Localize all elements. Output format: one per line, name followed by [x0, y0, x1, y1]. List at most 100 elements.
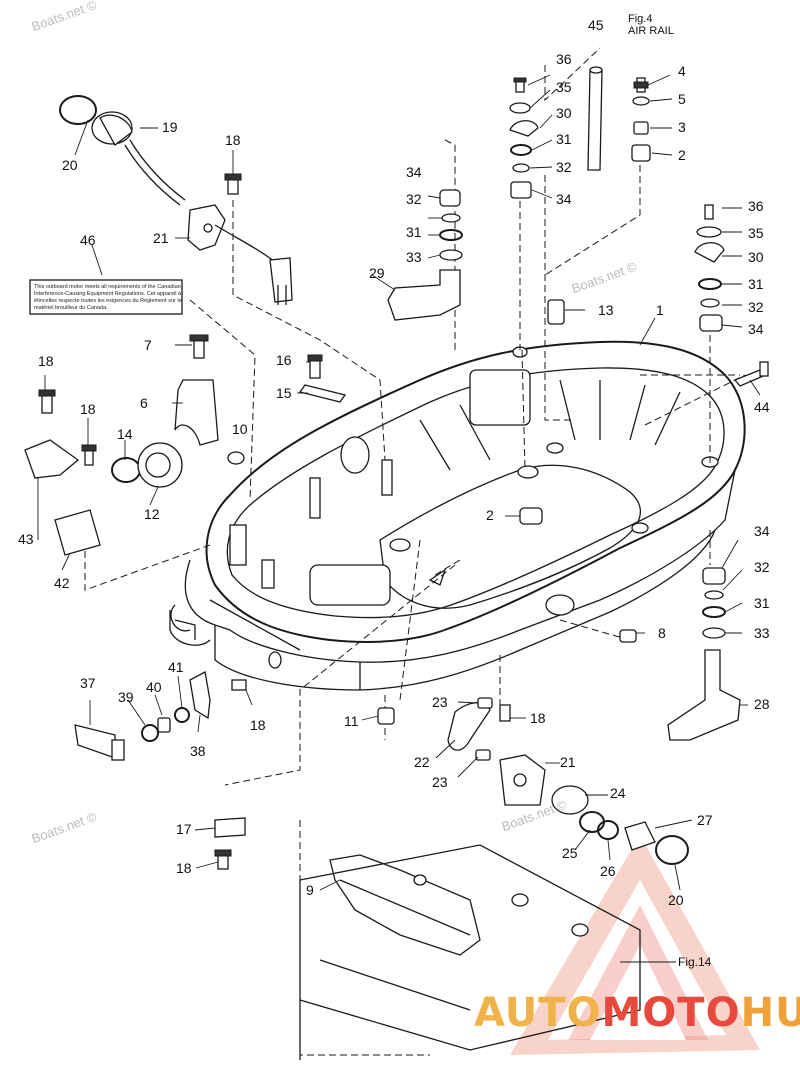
callout-5: 5 [678, 91, 686, 107]
lower-pan-9 [299, 844, 641, 1060]
callout-23a: 23 [432, 694, 448, 710]
callout-16: 16 [276, 352, 292, 368]
callout-4: 4 [678, 63, 686, 79]
clip-17-18 [214, 817, 246, 870]
callout-22: 22 [414, 754, 430, 770]
grommet-2-center [519, 507, 543, 525]
callout-34c: 34 [748, 321, 764, 337]
bracket-43-42 [24, 389, 101, 556]
callout-40: 40 [146, 679, 162, 695]
callout-27: 27 [697, 812, 713, 828]
callout-18a: 18 [225, 132, 241, 148]
plug-8 [619, 629, 637, 643]
callout-32a: 32 [556, 159, 572, 175]
callout-20b: 20 [668, 892, 684, 908]
callout-38: 38 [190, 743, 206, 759]
fig-ref-bottom: Fig.14 [678, 955, 712, 969]
callout-44: 44 [754, 399, 770, 415]
callout-36b: 36 [748, 198, 764, 214]
callout-25: 25 [562, 845, 578, 861]
callout-46: 46 [80, 232, 96, 248]
callout-39: 39 [118, 689, 134, 705]
cap-19-assembly [59, 95, 293, 305]
grommet-stack-right-top [631, 77, 651, 162]
callout-34d: 34 [754, 523, 770, 539]
callout-34b: 34 [406, 164, 422, 180]
callout-31c: 31 [748, 276, 764, 292]
callout-37: 37 [80, 675, 96, 691]
callout-9: 9 [306, 882, 314, 898]
fig-ref-top-label: Fig.4 [628, 13, 653, 25]
callout-18c: 18 [80, 401, 96, 417]
callout-18e: 18 [530, 710, 546, 726]
mount-29-stack [387, 189, 463, 321]
callout-13: 13 [598, 302, 614, 318]
bracket-6-group [174, 334, 347, 465]
sticker-46 [29, 279, 183, 315]
callout-14: 14 [117, 426, 133, 442]
grommet-stack-right-lower [667, 567, 741, 741]
callout-24: 24 [610, 785, 626, 801]
callout-33a: 33 [406, 249, 422, 265]
callout-6: 6 [140, 395, 148, 411]
callout-30a: 30 [556, 105, 572, 121]
hose-22-group [447, 697, 689, 865]
brand-triangle-logo [510, 835, 760, 1055]
grommet-stack-top [509, 77, 539, 199]
callout-2a: 2 [678, 147, 686, 163]
callout-36a: 36 [556, 51, 572, 67]
part-12-14 [111, 442, 183, 488]
lever-37-group [74, 671, 247, 761]
bottom-cowling [169, 340, 746, 691]
callout-17: 17 [176, 821, 192, 837]
callout-32d: 32 [754, 559, 770, 575]
callout-21a: 21 [153, 230, 169, 246]
callout-19: 19 [162, 119, 178, 135]
callout-33b: 33 [754, 625, 770, 641]
leader-lines [37, 74, 761, 963]
fig-ref-top: Fig.4 AIR RAIL [628, 13, 674, 37]
callout-1: 1 [656, 302, 664, 318]
callout-31d: 31 [754, 595, 770, 611]
fig-ref-top-sub: AIR RAIL [628, 24, 674, 37]
callout-3: 3 [678, 119, 686, 135]
brand-part-3: HUB [740, 990, 800, 1036]
sticker-46-text: This outboard motor meets all requiremen… [34, 284, 182, 311]
callout-31a: 31 [556, 131, 572, 147]
brand-logo-text: AUTOMOTOHUB [474, 990, 800, 1036]
brand-part-2: MOTO [601, 990, 741, 1036]
grommet-stack-right [694, 204, 725, 332]
callout-7: 7 [144, 337, 152, 353]
brand-part-1: AUTO [474, 990, 602, 1036]
callout-31b: 31 [406, 224, 422, 240]
part-13 [547, 299, 565, 325]
callout-18f: 18 [176, 860, 192, 876]
callout-23b: 23 [432, 774, 448, 790]
callout-15: 15 [276, 385, 292, 401]
callout-18d: 18 [250, 717, 266, 733]
callout-30b: 30 [748, 249, 764, 265]
callout-8: 8 [658, 625, 666, 641]
callout-20a: 20 [62, 157, 78, 173]
callout-2b: 2 [486, 507, 494, 523]
plug-11 [377, 707, 395, 725]
callout-32b: 32 [406, 191, 422, 207]
bolt-44 [733, 361, 769, 387]
callout-11: 11 [344, 713, 359, 729]
callout-43: 43 [18, 531, 34, 547]
callout-10: 10 [232, 421, 248, 437]
callout-42: 42 [54, 575, 70, 591]
callout-28: 28 [754, 696, 770, 712]
callout-29: 29 [369, 265, 385, 281]
callout-34a: 34 [556, 191, 572, 207]
callout-21b: 21 [560, 754, 576, 770]
part-45-hose [587, 66, 603, 171]
callout-32c: 32 [748, 299, 764, 315]
callout-12: 12 [144, 506, 160, 522]
callout-26: 26 [600, 863, 616, 879]
callout-18b: 18 [38, 353, 54, 369]
callout-35a: 35 [556, 79, 572, 95]
callout-45: 45 [588, 17, 604, 33]
